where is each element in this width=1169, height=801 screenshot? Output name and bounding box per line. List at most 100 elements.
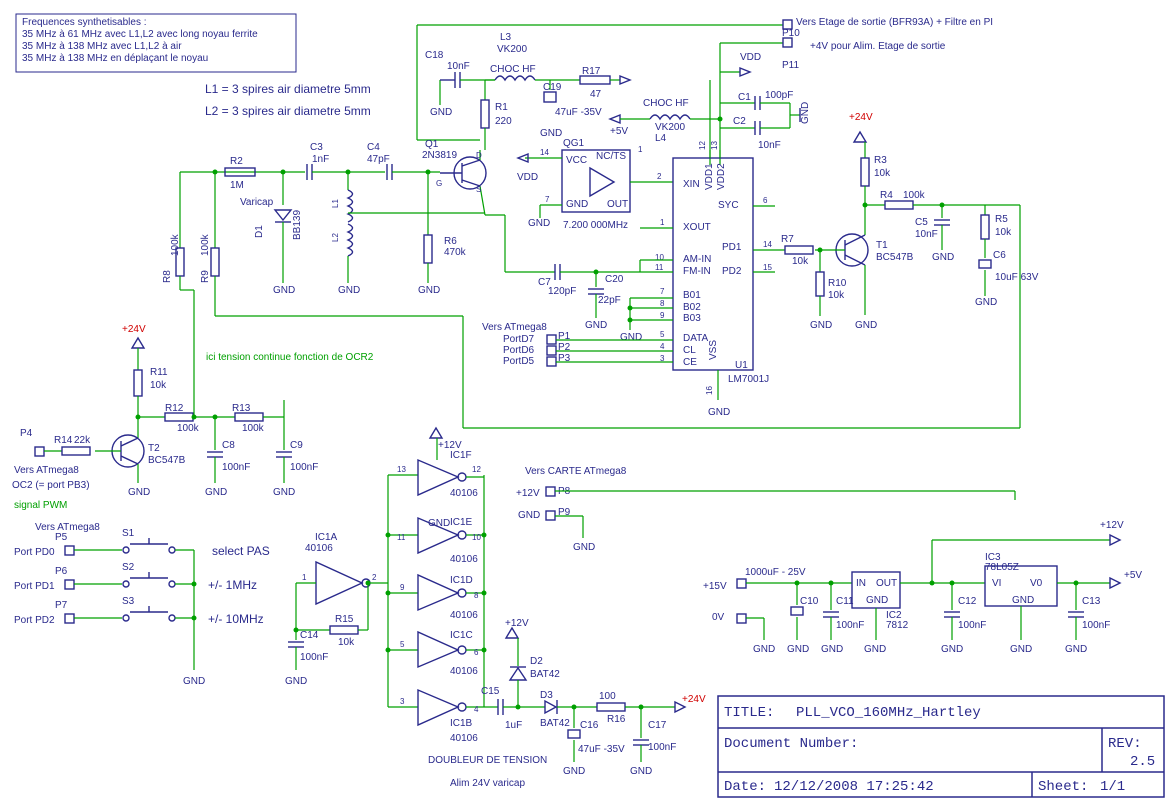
output-connectors: Vers Etage de sortie (BFR93A) + Filtre e… xyxy=(416,17,993,141)
gnd-c5: GND xyxy=(932,252,954,263)
u1-value: LM7001J xyxy=(728,374,769,385)
r3-ref: R3 xyxy=(874,155,887,166)
p2-label: P2 xyxy=(558,342,571,353)
ic1a-oscillator: IC1A 40106 R15 10k C14 100nF GND 1 2 xyxy=(285,532,388,687)
p3-label: P3 xyxy=(558,353,571,364)
ic3-gnd: GND xyxy=(1012,595,1034,606)
c5-ref: C5 xyxy=(915,217,928,228)
ic1b-pin4: 4 xyxy=(474,705,479,714)
r11-value: 10k xyxy=(150,380,167,391)
q1-ref: Q1 xyxy=(425,139,439,150)
c12-ref: C12 xyxy=(958,596,977,607)
ic1e-value: 40106 xyxy=(450,554,478,565)
d3-value: BAT42 xyxy=(540,718,570,729)
freq-line-3: 35 MHz à 138 MHz en déplaçant le noyau xyxy=(22,53,208,64)
ic2-gnd: GND xyxy=(866,595,888,606)
r8-value: 100k xyxy=(170,233,181,256)
ic3-vo: V0 xyxy=(1030,578,1043,589)
q1-pin-g: G xyxy=(436,179,442,188)
p7-label: P7 xyxy=(55,600,68,611)
r3-value: 10k xyxy=(874,168,891,179)
r12-ref: R12 xyxy=(165,403,184,414)
r4-value: 100k xyxy=(903,190,926,201)
c6-value: 10uF 63V xyxy=(995,272,1039,283)
u1-b02: B02 xyxy=(683,302,701,313)
title-label: TITLE: xyxy=(724,705,774,721)
voltage-doubler: C15 1uF +12V D2 BAT42 D3 BAT42 100 R16 +… xyxy=(428,618,706,789)
switch-section: Vers ATmega8 P5 P6 P7 Port PD0 Port PD1 … xyxy=(14,522,270,687)
gnd-c12: GND xyxy=(941,644,963,655)
s2-function: +/- 1MHz xyxy=(208,578,257,592)
r7-ref: R7 xyxy=(781,234,794,245)
q1-value: 2N3819 xyxy=(422,150,457,161)
choc-hf-l4: CHOC HF xyxy=(643,98,689,109)
port-pd0: Port PD0 xyxy=(14,547,55,558)
d2-value: BAT42 xyxy=(530,669,560,680)
ic3-value: 78L05Z xyxy=(985,562,1019,573)
gnd-c9: GND xyxy=(273,487,295,498)
portd7-label: PortD7 xyxy=(503,334,535,345)
u1-pin1: 1 xyxy=(660,218,665,227)
q1-pin-d: D xyxy=(476,151,482,160)
c9-value: 100nF xyxy=(290,462,318,473)
u1-pd2: PD2 xyxy=(722,266,742,277)
p10-power-label: +4V pour Alim. Etage de sortie xyxy=(810,41,946,52)
u1-ref: U1 xyxy=(735,360,748,371)
l1-ref: L1 xyxy=(331,199,340,208)
l3-value: VK200 xyxy=(497,44,527,55)
qg1-value: 7.200 000MHz xyxy=(563,220,628,231)
p10-label: P10 xyxy=(782,28,800,39)
qg1-gnd: GND xyxy=(566,199,588,210)
ic1d-pin9: 9 xyxy=(400,583,405,592)
portd6-label: PortD6 xyxy=(503,345,535,356)
u1-pin10: 10 xyxy=(655,253,664,262)
gnd-c16: GND xyxy=(563,766,585,777)
ic2-out: OUT xyxy=(876,578,897,589)
c20-ref: C20 xyxy=(605,274,624,285)
l4-value: VK200 xyxy=(655,122,685,133)
vdd-qg1: VDD xyxy=(517,172,538,183)
gnd-qg1: GND xyxy=(528,218,550,229)
u1-vdd1: VDD1 xyxy=(704,163,715,190)
ic1a-pin1: 1 xyxy=(302,573,307,582)
frequency-notes: Frequences synthetisables : 35 MHz à 61 … xyxy=(15,13,297,73)
ic1f-value: 40106 xyxy=(450,488,478,499)
l4-ref: L4 xyxy=(655,133,667,144)
ic1c-pin6: 6 xyxy=(474,648,479,657)
gnd-c8: GND xyxy=(205,487,227,498)
t1-value: BC547B xyxy=(876,252,914,263)
u1-pin4: 4 xyxy=(660,342,665,351)
rev-label: REV: xyxy=(1108,736,1142,752)
c8-value: 100nF xyxy=(222,462,250,473)
u1-pin12: 12 xyxy=(698,141,707,150)
c15-ref: C15 xyxy=(481,686,500,697)
gnd-ic3: GND xyxy=(1010,644,1032,655)
s2-ref: S2 xyxy=(122,562,135,573)
gnd-u1: GND xyxy=(708,407,730,418)
gnd-r6: GND xyxy=(418,285,440,296)
c16-ref: C16 xyxy=(580,720,599,731)
ic1e-pin11: 11 xyxy=(397,533,406,542)
freq-line-1: 35 MHz à 61 MHz avec L1,L2 avec long noy… xyxy=(22,29,258,40)
vdd-section: VDD +5V CHOC HF VK200 L4 C1 100pF C2 10n… xyxy=(608,43,811,165)
u1-xin: XIN xyxy=(683,179,700,190)
r2-ref: R2 xyxy=(230,156,243,167)
c16-value: 47uF -35V xyxy=(578,744,625,755)
u1-pin15: 15 xyxy=(763,263,772,272)
atmega-top-label: Vers ATmega8 xyxy=(482,322,547,333)
gnd-c13: GND xyxy=(1065,644,1087,655)
u1-syc: SYC xyxy=(718,200,739,211)
r13-value: 100k xyxy=(242,423,265,434)
regulator-section: +12V +15V IN OUT GND IC2 7812 GND VI V0 … xyxy=(703,520,1142,655)
c10-value: 1000uF - 25V xyxy=(745,567,806,578)
carte-label: Vers CARTE ATmega8 xyxy=(525,466,627,477)
ic1e-pin10: 10 xyxy=(472,533,481,542)
qg1-vcc: VCC xyxy=(566,155,587,166)
c10-ref: C10 xyxy=(800,596,819,607)
alim-note: Alim 24V varicap xyxy=(450,778,525,789)
in-15v: +15V xyxy=(703,581,727,592)
sheet-label: Sheet: xyxy=(1038,779,1088,795)
gnd-c20: GND xyxy=(585,320,607,331)
c20-value: 22pF xyxy=(598,295,621,306)
